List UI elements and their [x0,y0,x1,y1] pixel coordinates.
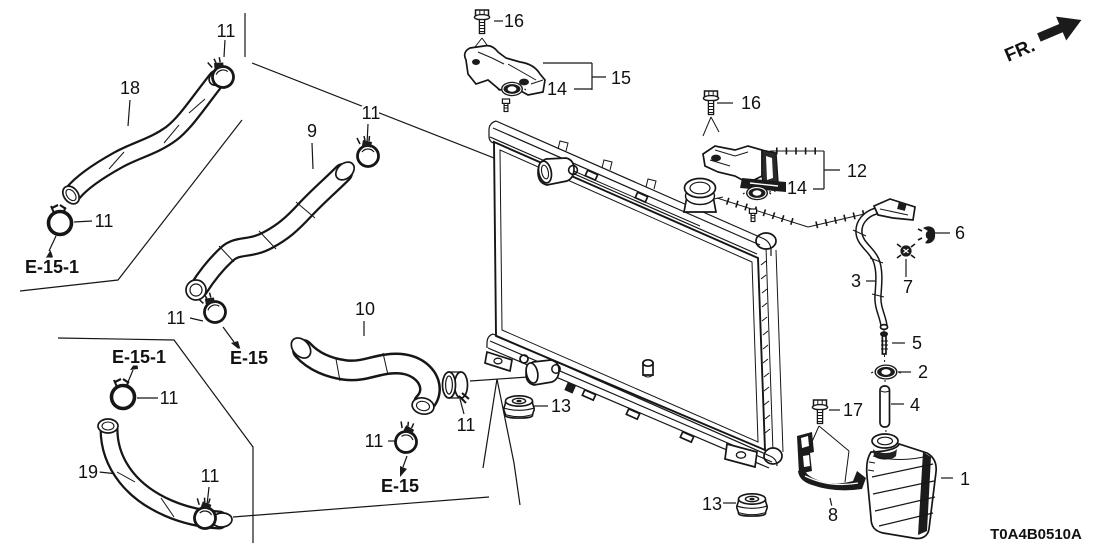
callout-11-e: 11 [160,388,179,408]
callout-14-b: 14 [787,178,807,198]
callout-7: 7 [903,277,913,297]
callout-11-h: 11 [457,415,476,435]
hose-clamps [46,53,470,532]
bolt-17 [811,399,829,425]
pin-5 [880,331,888,355]
bracket-15 [463,44,546,96]
callout-9: 9 [307,121,317,141]
zone-label-e151-a: E-15-1 [25,257,79,277]
boundary-lines [19,13,541,543]
clip-7 [896,243,916,259]
lower-hose-10 [290,337,441,416]
cushion-13-right [735,492,769,517]
callout-11-b: 11 [362,103,381,123]
fr-arrow-icon [1037,16,1082,42]
radiator [484,98,784,469]
zone-label-e15-a: E-15 [230,348,268,368]
callout-6: 6 [955,223,965,243]
callout-8: 8 [828,505,838,525]
callout-11-f: 11 [201,466,220,486]
callout-2: 2 [918,362,928,382]
callout-3: 3 [851,271,861,291]
callout-15: 15 [611,68,631,88]
callout-5: 5 [912,333,922,353]
bracket-12 [702,145,786,192]
cushion-13-left [502,394,536,419]
callout-13-b: 13 [702,494,722,514]
callout-11-g: 11 [365,431,384,451]
tube-4 [879,385,891,428]
zone-label-e151-b: E-15-1 [112,347,166,367]
fr-direction-indicator: FR. [1002,16,1082,67]
callout-10: 10 [355,299,375,319]
clip-6 [917,226,936,244]
callout-16-b: 16 [741,93,761,113]
bolt-16-right [702,90,720,116]
callout-14-a: 14 [547,79,567,99]
bracket-8 [797,432,866,491]
callout-11-a: 11 [217,21,236,41]
grommet-2 [870,363,902,381]
reserve-tank-hose-3 [852,198,916,331]
leader-lines [44,20,953,508]
callout-4: 4 [910,395,920,415]
water-hose-18 [61,67,228,205]
upper-hose-9 [185,161,356,301]
callout-13-a: 13 [551,396,571,416]
zone-label-e15-b: E-15 [381,476,419,496]
callout-labels: 11 18 11 9 16 14 15 16 12 14 6 3 7 11 E-… [22,9,1082,544]
callout-12: 12 [847,161,867,181]
water-hose-19 [97,418,233,530]
hose-clamp-edge [441,371,470,404]
callout-17: 17 [843,400,863,420]
fr-label: FR. [1002,35,1038,66]
callout-1: 1 [960,469,970,489]
callout-18: 18 [120,78,140,98]
bolt-16-left [473,9,491,35]
callout-11-c: 11 [95,211,114,231]
callout-19: 19 [78,462,98,482]
reserve-tank-1 [865,433,938,540]
callout-16-a: 16 [504,11,524,31]
callout-11-d: 11 [167,308,186,328]
diagram-part-code: T0A4B0510A [990,526,1082,543]
